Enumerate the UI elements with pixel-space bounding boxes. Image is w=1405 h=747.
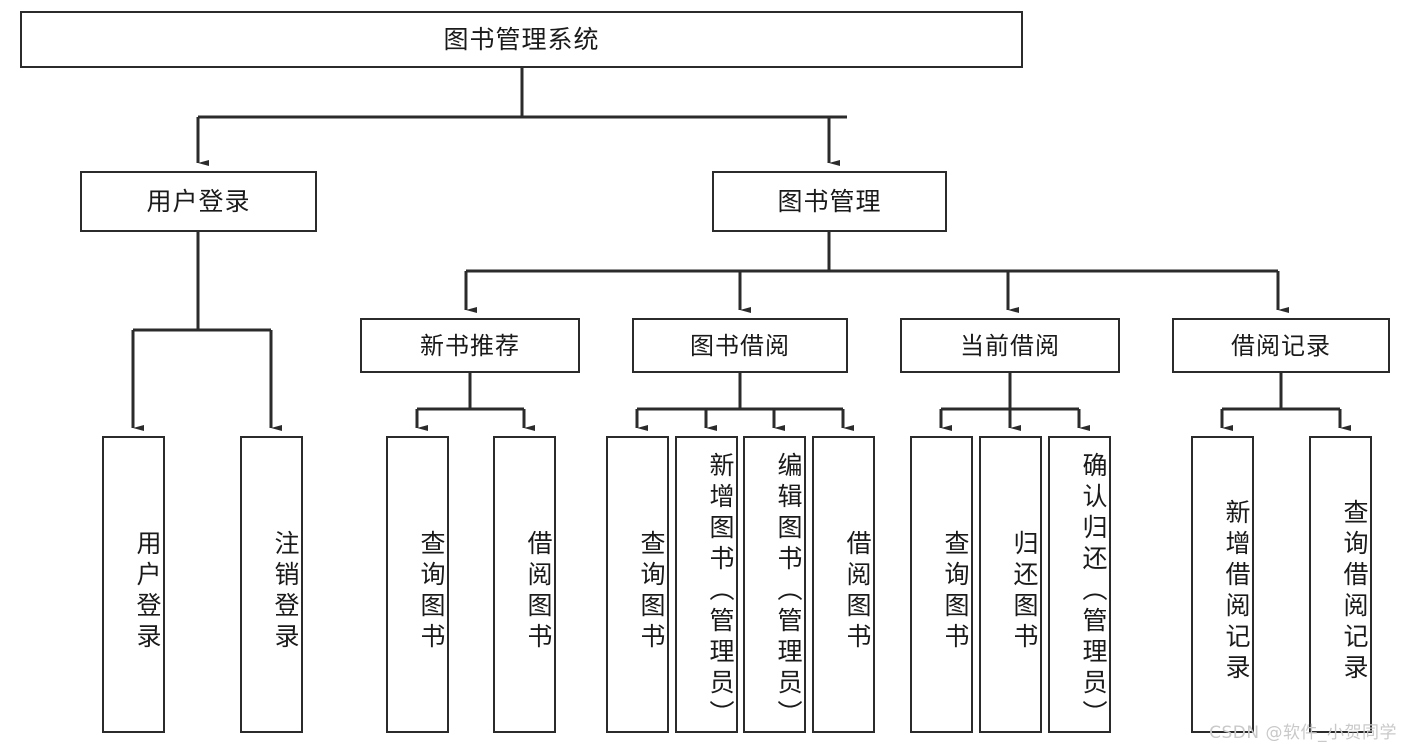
leaf-record-add-record[interactable]: 新增借阅记录 [1191, 436, 1254, 733]
leaf-label: 归还图书 [1010, 529, 1039, 654]
node-new-book-recommend[interactable]: 新书推荐 [360, 318, 580, 373]
leaf-borrow-borrow-book[interactable]: 借阅图书 [812, 436, 875, 733]
leaf-label: 用户登录 [133, 529, 162, 654]
leaf-borrow-add-book[interactable]: 新增图书（管理员） [675, 436, 738, 733]
csdn-watermark: CSDN @软件_小贺同学 [1209, 723, 1397, 743]
leaf-recommend-query-book[interactable]: 查询图书 [386, 436, 449, 733]
node-book-borrow[interactable]: 图书借阅 [632, 318, 848, 373]
leaf-user-login-login[interactable]: 用户登录 [102, 436, 165, 733]
leaf-current-query-book[interactable]: 查询图书 [910, 436, 973, 733]
leaf-label: 新增图书（管理员） [706, 452, 735, 731]
leaf-recommend-borrow-book[interactable]: 借阅图书 [493, 436, 556, 733]
leaf-label: 查询图书 [637, 529, 666, 654]
leaf-borrow-edit-book[interactable]: 编辑图书（管理员） [743, 436, 806, 733]
leaf-label: 确认归还（管理员） [1079, 452, 1108, 731]
leaf-label: 编辑图书（管理员） [774, 452, 803, 731]
leaf-label: 查询图书 [417, 529, 446, 654]
leaf-current-return-book[interactable]: 归还图书 [979, 436, 1042, 733]
node-root-system[interactable]: 图书管理系统 [20, 11, 1023, 68]
node-current-borrow[interactable]: 当前借阅 [900, 318, 1120, 373]
leaf-label: 借阅图书 [524, 529, 553, 654]
leaf-label: 查询借阅记录 [1340, 498, 1369, 685]
node-user-login[interactable]: 用户登录 [80, 171, 317, 232]
leaf-user-login-logout[interactable]: 注销登录 [240, 436, 303, 733]
leaf-borrow-query-book[interactable]: 查询图书 [606, 436, 669, 733]
leaf-label: 查询图书 [941, 529, 970, 654]
leaf-label: 新增借阅记录 [1222, 498, 1251, 685]
node-book-management[interactable]: 图书管理 [712, 171, 947, 232]
leaf-current-confirm-return[interactable]: 确认归还（管理员） [1048, 436, 1111, 733]
leaf-record-query-record[interactable]: 查询借阅记录 [1309, 436, 1372, 733]
leaf-label: 借阅图书 [843, 529, 872, 654]
node-borrow-record[interactable]: 借阅记录 [1172, 318, 1390, 373]
leaf-label: 注销登录 [271, 529, 300, 654]
